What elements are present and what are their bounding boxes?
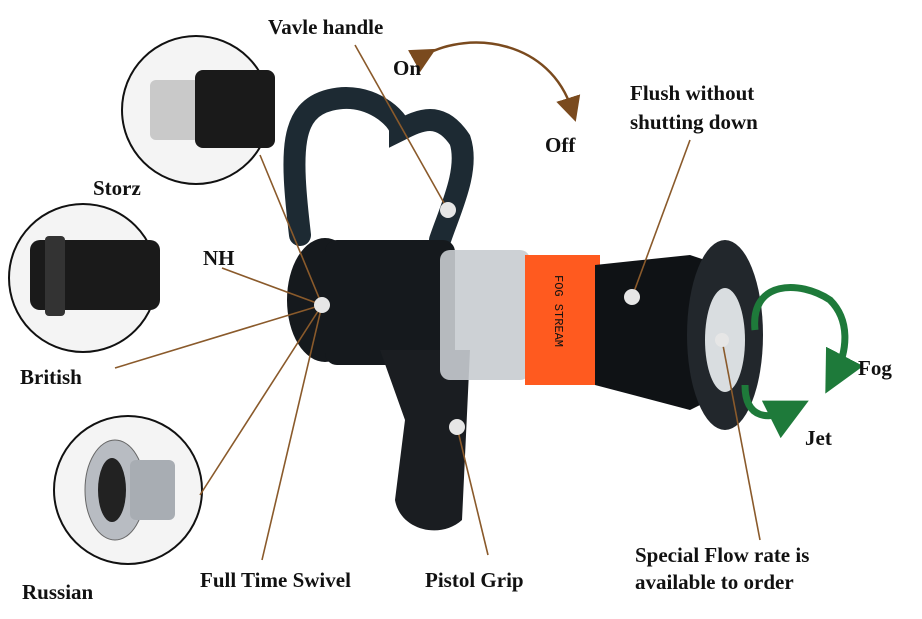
on-off-arrow xyxy=(408,41,581,122)
label-flow-line2: available to order xyxy=(635,570,794,594)
label-fog: Fog xyxy=(858,356,892,380)
label-storz: Storz xyxy=(93,176,141,200)
label-full-time-swivel: Full Time Swivel xyxy=(200,568,351,592)
callout-dots xyxy=(314,202,729,435)
label-valve-handle: Vavle handle xyxy=(268,15,384,39)
nozzle: FOG STREAM xyxy=(283,87,763,531)
british-inset xyxy=(8,203,160,353)
jet-arrow xyxy=(741,384,809,439)
label-flush-line2: shutting down xyxy=(630,110,758,134)
label-flush-line1: Flush without xyxy=(630,81,755,105)
label-on: On xyxy=(393,56,422,80)
label-off: Off xyxy=(545,133,576,157)
fog-arrow xyxy=(751,284,864,394)
label-nh: NH xyxy=(203,246,235,270)
label-russian: Russian xyxy=(22,580,94,604)
label-british: British xyxy=(20,365,82,389)
product-marking: FOG STREAM xyxy=(551,275,565,347)
label-flow-line1: Special Flow rate is xyxy=(635,543,810,567)
storz-inset xyxy=(121,35,275,185)
label-pistol-grip: Pistol Grip xyxy=(425,568,524,592)
label-jet: Jet xyxy=(805,426,832,450)
russian-inset xyxy=(53,415,203,565)
leader-lines xyxy=(114,44,761,561)
